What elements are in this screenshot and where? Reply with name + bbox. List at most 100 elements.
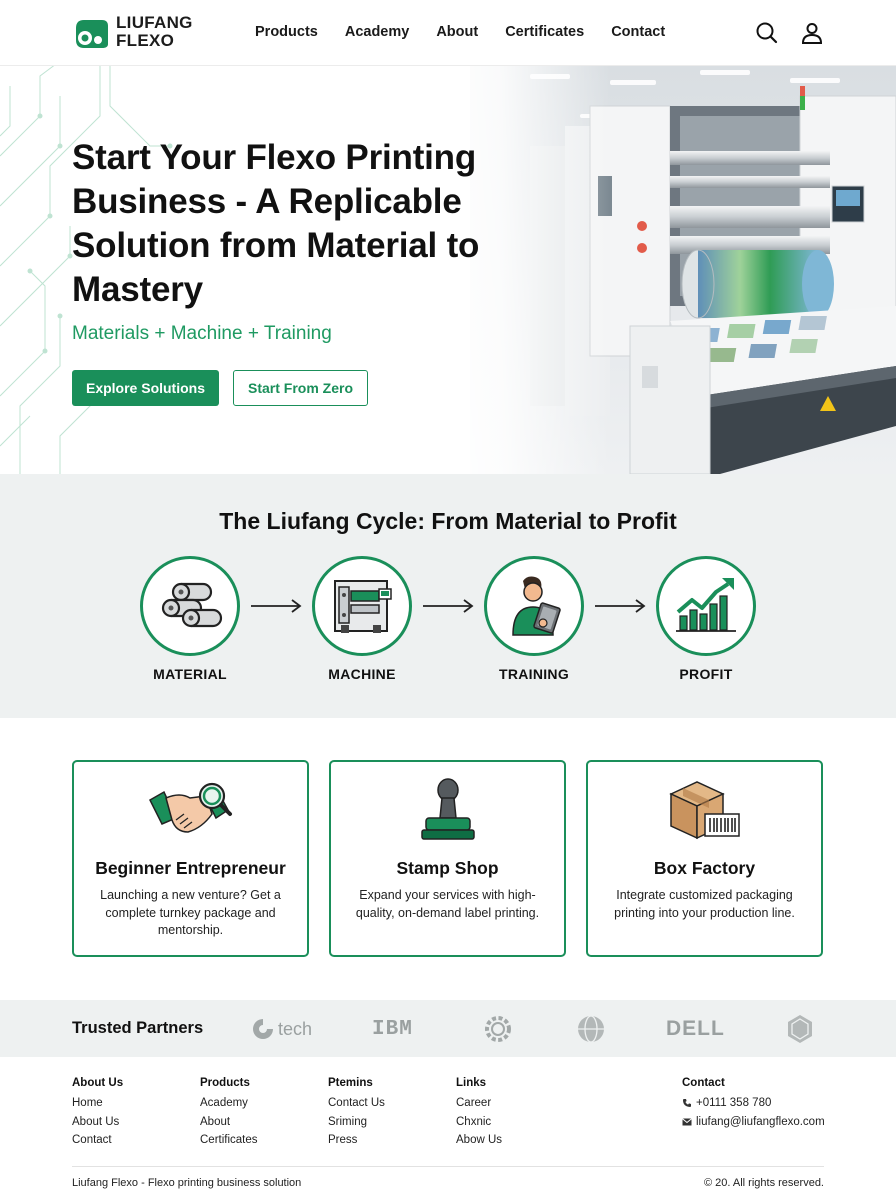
partner-logo-dell[interactable]: DELL — [666, 1014, 725, 1044]
material-rolls-icon — [161, 582, 223, 628]
footer-col-about: About Us Home About Us Contact — [72, 1077, 123, 1150]
footer-copyright: © 20. All rights reserved. — [704, 1177, 824, 1189]
nav-contact[interactable]: Contact — [611, 24, 666, 40]
step-label: TRAINING — [498, 666, 570, 682]
partner-logo-ibm[interactable]: IBM — [372, 1014, 413, 1044]
gear-logo-icon — [485, 1016, 511, 1042]
logo[interactable]: LIUFANG FLEXO — [72, 14, 193, 50]
footer-link[interactable]: Certificates — [200, 1134, 258, 1146]
handshake-icon — [148, 782, 232, 833]
partner-text-dell: DELL — [666, 1017, 725, 1040]
hero-image-fade — [430, 66, 610, 474]
footer-phone[interactable]: +0111 358 780 — [682, 1094, 825, 1113]
box-barcode-icon — [668, 781, 740, 840]
cycle-step-material: MATERIAL — [120, 556, 260, 682]
card-description: Launching a new venture? Get a complete … — [100, 888, 281, 937]
footer-heading: About Us — [72, 1077, 124, 1089]
card-title: Stamp Shop — [396, 858, 499, 878]
tech-logo-icon — [253, 1019, 273, 1039]
footer-link[interactable]: About Us — [72, 1115, 120, 1128]
footer-link[interactable]: Contact — [72, 1134, 112, 1146]
card-icon-wrap — [588, 778, 821, 844]
footer-link[interactable]: Career — [456, 1097, 492, 1109]
stamp-icon — [420, 778, 475, 840]
search-icon[interactable] — [754, 20, 780, 46]
arrow-right-icon — [251, 599, 302, 613]
partner-logo-tech[interactable]: tech — [252, 1014, 312, 1044]
cycle-step-profit: PROFIT — [636, 556, 776, 682]
printing-machine-image — [470, 66, 896, 474]
footer-link[interactable]: Sriming — [328, 1115, 367, 1128]
footer-link[interactable]: Contact Us — [328, 1097, 385, 1109]
footer-link[interactable]: Home — [72, 1097, 103, 1109]
footer-col-ptemins: Ptemins Contact Us Sriming Press — [328, 1077, 385, 1150]
card-box-factory[interactable]: Box Factory Integrate customized packagi… — [586, 760, 823, 957]
card-beginner-entrepreneur[interactable]: Beginner Entrepreneur Launching a new ve… — [72, 760, 309, 957]
footer-link[interactable]: Press — [328, 1134, 358, 1146]
footer-heading: Links — [456, 1077, 487, 1089]
footer-tagline: Liufang Flexo - Flexo printing business … — [72, 1177, 302, 1189]
cycle-section: The Liufang Cycle: From Material to Prof… — [0, 474, 896, 718]
partner-text-tech: tech — [278, 1018, 313, 1039]
footer-link[interactable]: Academy — [200, 1097, 248, 1109]
phone-icon — [683, 1099, 691, 1108]
partners-bar: Trusted Partners tech IBM DELL — [0, 1000, 896, 1057]
hero-subtitle: Materials + Machine + Training — [72, 323, 332, 344]
footer-col-products: Products Academy About Certificates — [200, 1077, 258, 1150]
cycle-title: The Liufang Cycle: From Material to Prof… — [219, 508, 677, 534]
footer-col-links: Links Career Chxnic Abow Us — [456, 1077, 502, 1150]
nav-academy[interactable]: Academy — [344, 24, 410, 40]
card-description: Expand your services with high-quality, … — [355, 888, 540, 920]
footer-heading: Products — [200, 1077, 250, 1089]
step-circle — [484, 556, 584, 656]
mail-icon — [682, 1118, 692, 1126]
card-icon-wrap — [74, 778, 307, 844]
logo-line-2: FLEXO — [116, 31, 175, 50]
card-description: Integrate customized packaging printing … — [614, 888, 795, 920]
partners-title: Trusted Partners — [72, 1019, 204, 1037]
arrow-right-icon — [423, 599, 474, 613]
start-from-zero-button[interactable]: Start From Zero — [233, 370, 368, 406]
logo-line-1: LIUFANG — [116, 13, 193, 32]
footer-heading: Ptemins — [328, 1077, 373, 1089]
hero-title: Start Your Flexo Printing Business - A R… — [72, 138, 480, 309]
card-title: Beginner Entrepreneur — [95, 858, 286, 878]
nav-certificates[interactable]: Certificates — [505, 24, 585, 40]
step-label: MATERIAL — [153, 666, 227, 682]
step-label: MACHINE — [328, 666, 396, 682]
footer-link[interactable]: About — [200, 1115, 231, 1128]
footer-link[interactable]: Chxnic — [456, 1115, 492, 1128]
explore-solutions-button[interactable]: Explore Solutions — [72, 370, 219, 406]
step-circle — [140, 556, 240, 656]
cycle-step-training: TRAINING — [464, 556, 604, 682]
footer-link[interactable]: Abow Us — [456, 1134, 503, 1146]
footer-heading: Contact — [682, 1077, 725, 1089]
user-icon[interactable] — [799, 20, 825, 46]
cycle-step-machine: MACHINE — [292, 556, 432, 682]
step-label: PROFIT — [679, 666, 733, 682]
footer-divider — [72, 1166, 824, 1167]
partner-text-ibm: IBM — [372, 1017, 413, 1041]
hero-section: Start Your Flexo Printing Business - A R… — [0, 66, 896, 474]
partner-logo-shield[interactable] — [786, 1014, 814, 1044]
card-icon-wrap — [331, 778, 564, 844]
machine-icon — [334, 580, 392, 633]
footer-col-contact: Contact +0111 358 780 liufang@liufangfle… — [682, 1077, 825, 1131]
step-circle — [656, 556, 756, 656]
partner-logo-gear[interactable] — [478, 1014, 518, 1044]
profit-chart-icon — [676, 578, 736, 632]
step-circle — [312, 556, 412, 656]
footer-phone-text: +0111 358 780 — [696, 1097, 772, 1109]
logo-mark-icon — [76, 20, 108, 48]
footer-email[interactable]: liufang@liufangflexo.com — [682, 1113, 825, 1132]
logo-text: LIUFANG FLEXO — [116, 14, 193, 50]
card-title: Box Factory — [653, 858, 756, 878]
footer-email-text: liufang@liufangflexo.com — [696, 1115, 825, 1128]
nav-about[interactable]: About — [436, 24, 479, 40]
nav-products[interactable]: Products — [255, 24, 318, 40]
card-stamp-shop[interactable]: Stamp Shop Expand your services with hig… — [329, 760, 566, 957]
hexagon-logo-icon — [788, 1015, 812, 1043]
partner-logo-globe[interactable] — [576, 1014, 606, 1044]
main-nav: Products Academy About Certificates Cont… — [255, 24, 692, 40]
globe-logo-icon — [578, 1015, 604, 1043]
